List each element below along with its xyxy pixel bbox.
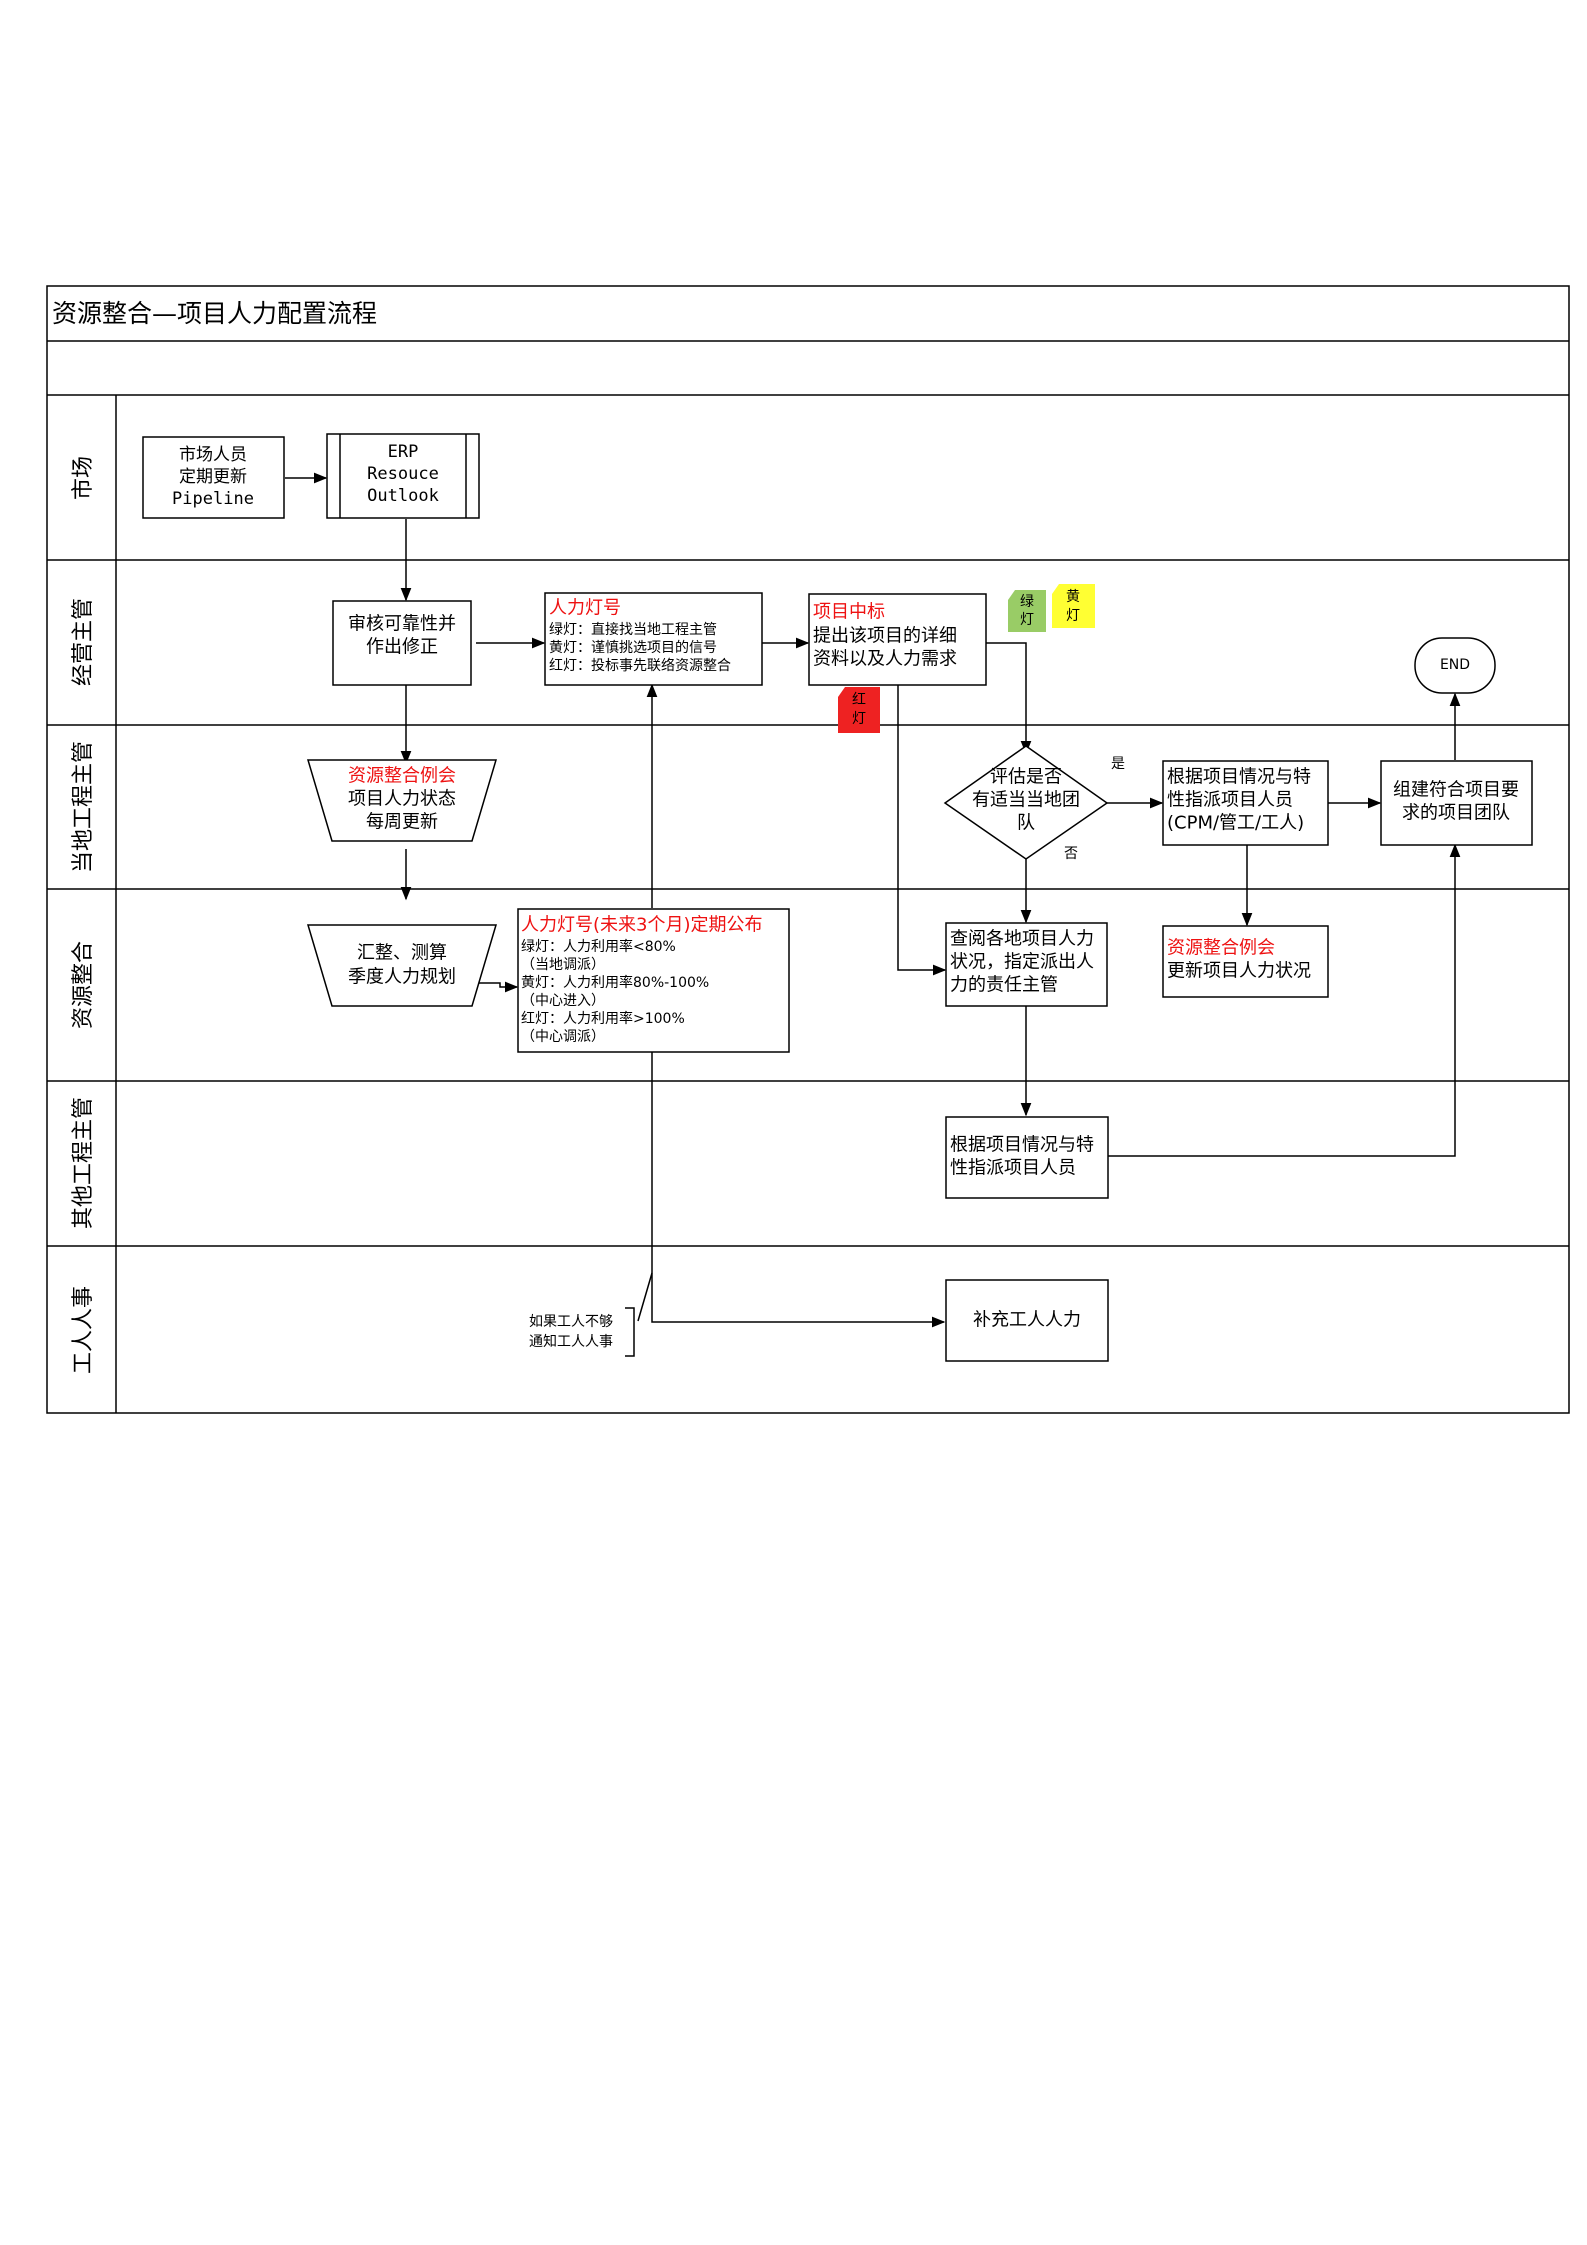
lane-labels: 市场 经营主管 当地工程主管 资源整合 其他工程主管 工人人事 xyxy=(71,456,96,1374)
light-signal-heading: 人力灯号 xyxy=(549,598,621,619)
publish-line-3: 黄灯：人力利用率80%-100% xyxy=(521,974,709,991)
weekly-meeting-heading: 资源整合例会 xyxy=(348,766,456,787)
market-update-box: 市场人员 定期更新 Pipeline xyxy=(142,436,285,519)
assign-other-line-2: 性指派项目人员 xyxy=(950,1158,1076,1179)
meeting-update-heading: 资源整合例会 xyxy=(1167,938,1275,959)
review-line-1: 审核可靠性并 xyxy=(348,614,456,635)
publish-line-4: （中心进入） xyxy=(521,993,605,1009)
review-line-2: 作出修正 xyxy=(366,637,438,658)
weekly-meeting-line-2: 每周更新 xyxy=(366,812,438,833)
project-won-box: 项目中标 提出该项目的详细 资料以及人力需求 xyxy=(808,593,987,686)
end-label: END xyxy=(1440,657,1470,673)
project-won-line-1: 提出该项目的详细 xyxy=(813,626,957,647)
project-won-line-2: 资料以及人力需求 xyxy=(813,649,957,670)
light-signal-box: 人力灯号 绿灯：直接找当地工程主管 黄灯：谨慎挑选项目的信号 红灯：投标事先联络… xyxy=(544,592,763,686)
decision-line-2: 有适当当地团 xyxy=(972,790,1080,811)
light-signal-line-1: 绿灯：直接找当地工程主管 xyxy=(549,621,717,638)
red-flag-line-1: 红 xyxy=(852,692,866,708)
red-flag-line-2: 灯 xyxy=(852,711,866,727)
consolidate-line-2: 季度人力规划 xyxy=(348,967,456,988)
decision-yes-label: 是 xyxy=(1111,756,1125,772)
publish-line-1: 绿灯：人力利用率<80% xyxy=(521,938,676,955)
end-terminator: END xyxy=(1414,637,1496,694)
assign-local-box: 根据项目情况与特 性指派项目人员 (CPM/管工/工人) xyxy=(1162,760,1329,846)
light-signal-line-3: 红灯：投标事先联络资源整合 xyxy=(549,658,731,674)
assign-local-line-3: (CPM/管工/工人) xyxy=(1167,813,1304,834)
erp-line-3: Outlook xyxy=(367,486,439,506)
swimlane-frame xyxy=(46,285,1570,1414)
check-all-line-3: 力的责任主管 xyxy=(950,975,1058,996)
decision-line-3: 队 xyxy=(1017,813,1035,834)
assign-local-line-2: 性指派项目人员 xyxy=(1167,790,1293,811)
meeting-update-box: 资源整合例会 更新项目人力状况 xyxy=(1162,925,1329,998)
green-flag-line-2: 灯 xyxy=(1020,612,1034,628)
erp-line-2: Resouce xyxy=(367,464,439,484)
yellow-flag: 黄 灯 xyxy=(1052,584,1095,628)
market-update-line-3: Pipeline xyxy=(172,489,254,509)
build-team-box: 组建符合项目要 求的项目团队 xyxy=(1380,760,1533,846)
light-signal-line-2: 黄灯：谨慎挑选项目的信号 xyxy=(549,639,717,656)
weekly-meeting-box: 资源整合例会 项目人力状态 每周更新 xyxy=(306,759,498,842)
lane-label-worker-hr: 工人人事 xyxy=(71,1286,96,1374)
decision-no-label: 否 xyxy=(1064,846,1078,862)
assign-other-box: 根据项目情况与特 性指派项目人员 xyxy=(945,1116,1109,1199)
check-all-box: 查阅各地项目人力 状况，指定派出人 力的责任主管 xyxy=(945,922,1108,1007)
lane-label-other-engineering: 其他工程主管 xyxy=(71,1097,96,1229)
publish-line-6: （中心调派） xyxy=(521,1029,605,1045)
green-flag-shape xyxy=(1008,590,1046,632)
yellow-flag-shape xyxy=(1052,584,1095,628)
worker-note: 如果工人不够 通知工人人事 xyxy=(529,1314,613,1350)
lane-label-local-engineering: 当地工程主管 xyxy=(71,741,96,873)
note-line-2: 通知工人人事 xyxy=(529,1333,613,1350)
green-flag: 绿 灯 xyxy=(1008,590,1046,632)
weekly-meeting-line-1: 项目人力状态 xyxy=(348,789,456,810)
market-update-line-2: 定期更新 xyxy=(179,467,247,487)
decision-line-1: 评估是否 xyxy=(990,767,1062,788)
build-team-line-1: 组建符合项目要 xyxy=(1393,780,1519,801)
assign-local-line-1: 根据项目情况与特 xyxy=(1167,767,1311,788)
supplement-box: 补充工人人力 xyxy=(945,1279,1109,1362)
lane-label-resource-integration: 资源整合 xyxy=(71,941,96,1029)
publish-line-2: （当地调派） xyxy=(521,957,605,973)
consolidate-line-1: 汇整、测算 xyxy=(357,943,447,964)
publish-box: 人力灯号(未来3个月)定期公布 绿灯：人力利用率<80% （当地调派） 黄灯：人… xyxy=(517,908,790,1053)
consolidate-box: 汇整、测算 季度人力规划 xyxy=(306,924,498,1007)
yellow-flag-line-1: 黄 xyxy=(1066,588,1080,605)
market-update-line-1: 市场人员 xyxy=(179,445,247,465)
review-box: 审核可靠性并 作出修正 xyxy=(332,600,472,686)
erp-process-box: ERP Resouce Outlook xyxy=(326,433,480,519)
assign-other-line-1: 根据项目情况与特 xyxy=(950,1135,1094,1156)
connectors xyxy=(285,472,1461,1357)
lane-label-market: 市场 xyxy=(71,456,96,500)
build-team-line-2: 求的项目团队 xyxy=(1402,803,1510,824)
supplement-label: 补充工人人力 xyxy=(973,1310,1081,1331)
check-all-line-1: 查阅各地项目人力 xyxy=(950,929,1094,950)
local-team-decision: 评估是否 有适当当地团 队 xyxy=(943,745,1109,860)
yellow-flag-line-2: 灯 xyxy=(1066,608,1080,624)
erp-line-1: ERP xyxy=(388,442,419,462)
red-flag-shape xyxy=(838,687,880,733)
project-won-heading: 项目中标 xyxy=(813,602,885,623)
meeting-update-line-1: 更新项目人力状况 xyxy=(1167,961,1311,982)
note-line-1: 如果工人不够 xyxy=(529,1314,613,1330)
green-flag-line-1: 绿 xyxy=(1020,594,1034,610)
red-flag: 红 灯 xyxy=(838,687,880,733)
check-all-line-2: 状况，指定派出人 xyxy=(950,952,1094,973)
lane-label-operations: 经营主管 xyxy=(71,598,96,686)
diagram-title: 资源整合—项目人力配置流程 xyxy=(52,299,377,328)
publish-heading: 人力灯号(未来3个月)定期公布 xyxy=(521,915,763,936)
publish-line-5: 红灯：人力利用率>100% xyxy=(521,1010,685,1027)
